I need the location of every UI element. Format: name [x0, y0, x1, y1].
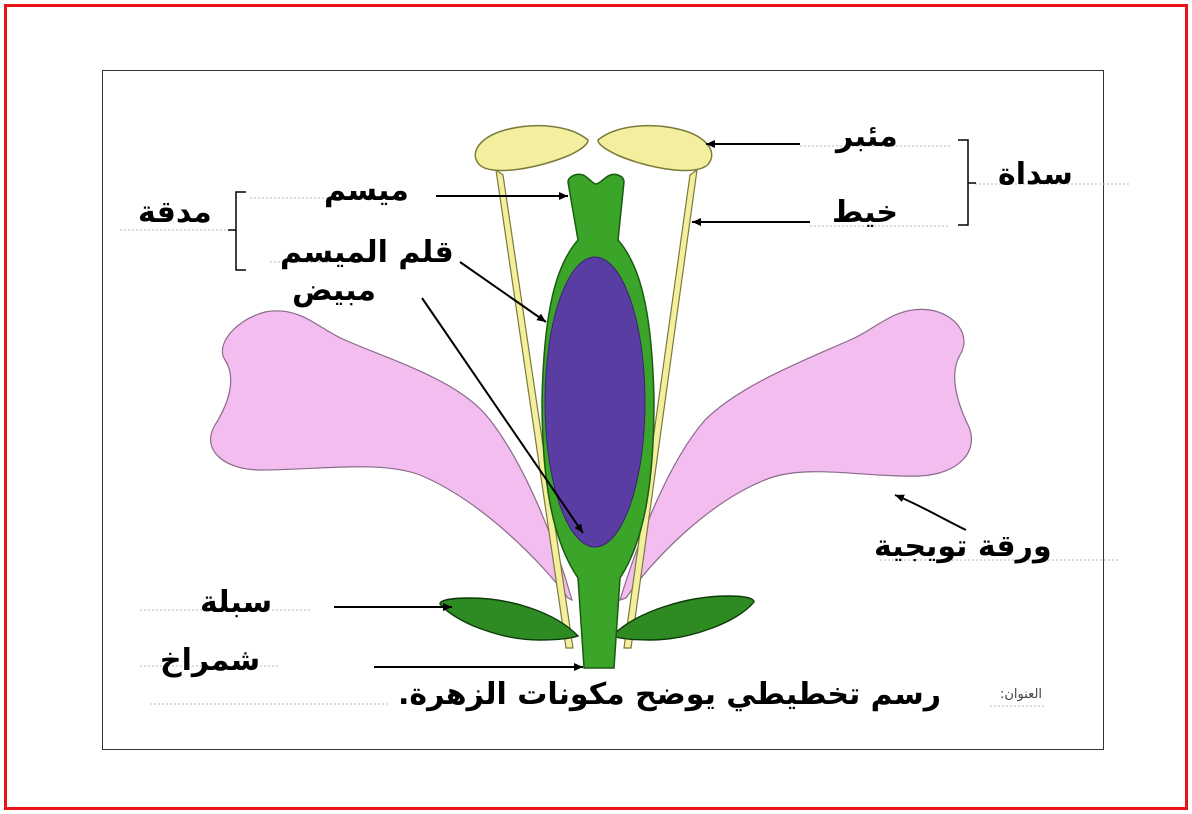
- label-stigma: ميسم: [324, 176, 409, 206]
- label-stamen: سداة: [998, 160, 1073, 190]
- label-sepal: سبلة: [200, 588, 272, 618]
- label-pistil: مدقة: [138, 198, 212, 228]
- left-petal: [211, 311, 572, 600]
- caption-text: رسم تخطيطي يوضح مكونات الزهرة.: [398, 680, 941, 710]
- label-receptacle: شمراخ: [160, 646, 260, 676]
- pistil-bracket: [228, 192, 246, 270]
- right-anther: [598, 126, 712, 171]
- caption-prefix: العنوان:: [1000, 688, 1042, 701]
- label-petal: ورقة تويجية: [874, 532, 1052, 562]
- stamen-bracket: [958, 140, 976, 225]
- label-style: قلم الميسم: [280, 238, 454, 268]
- label-ovary: مبيض: [292, 276, 376, 306]
- left-anther: [475, 126, 588, 171]
- label-anther: مئبر: [836, 122, 898, 152]
- label-filament: خيط: [832, 198, 898, 228]
- ovary: [545, 257, 645, 547]
- left-sepal: [440, 598, 578, 640]
